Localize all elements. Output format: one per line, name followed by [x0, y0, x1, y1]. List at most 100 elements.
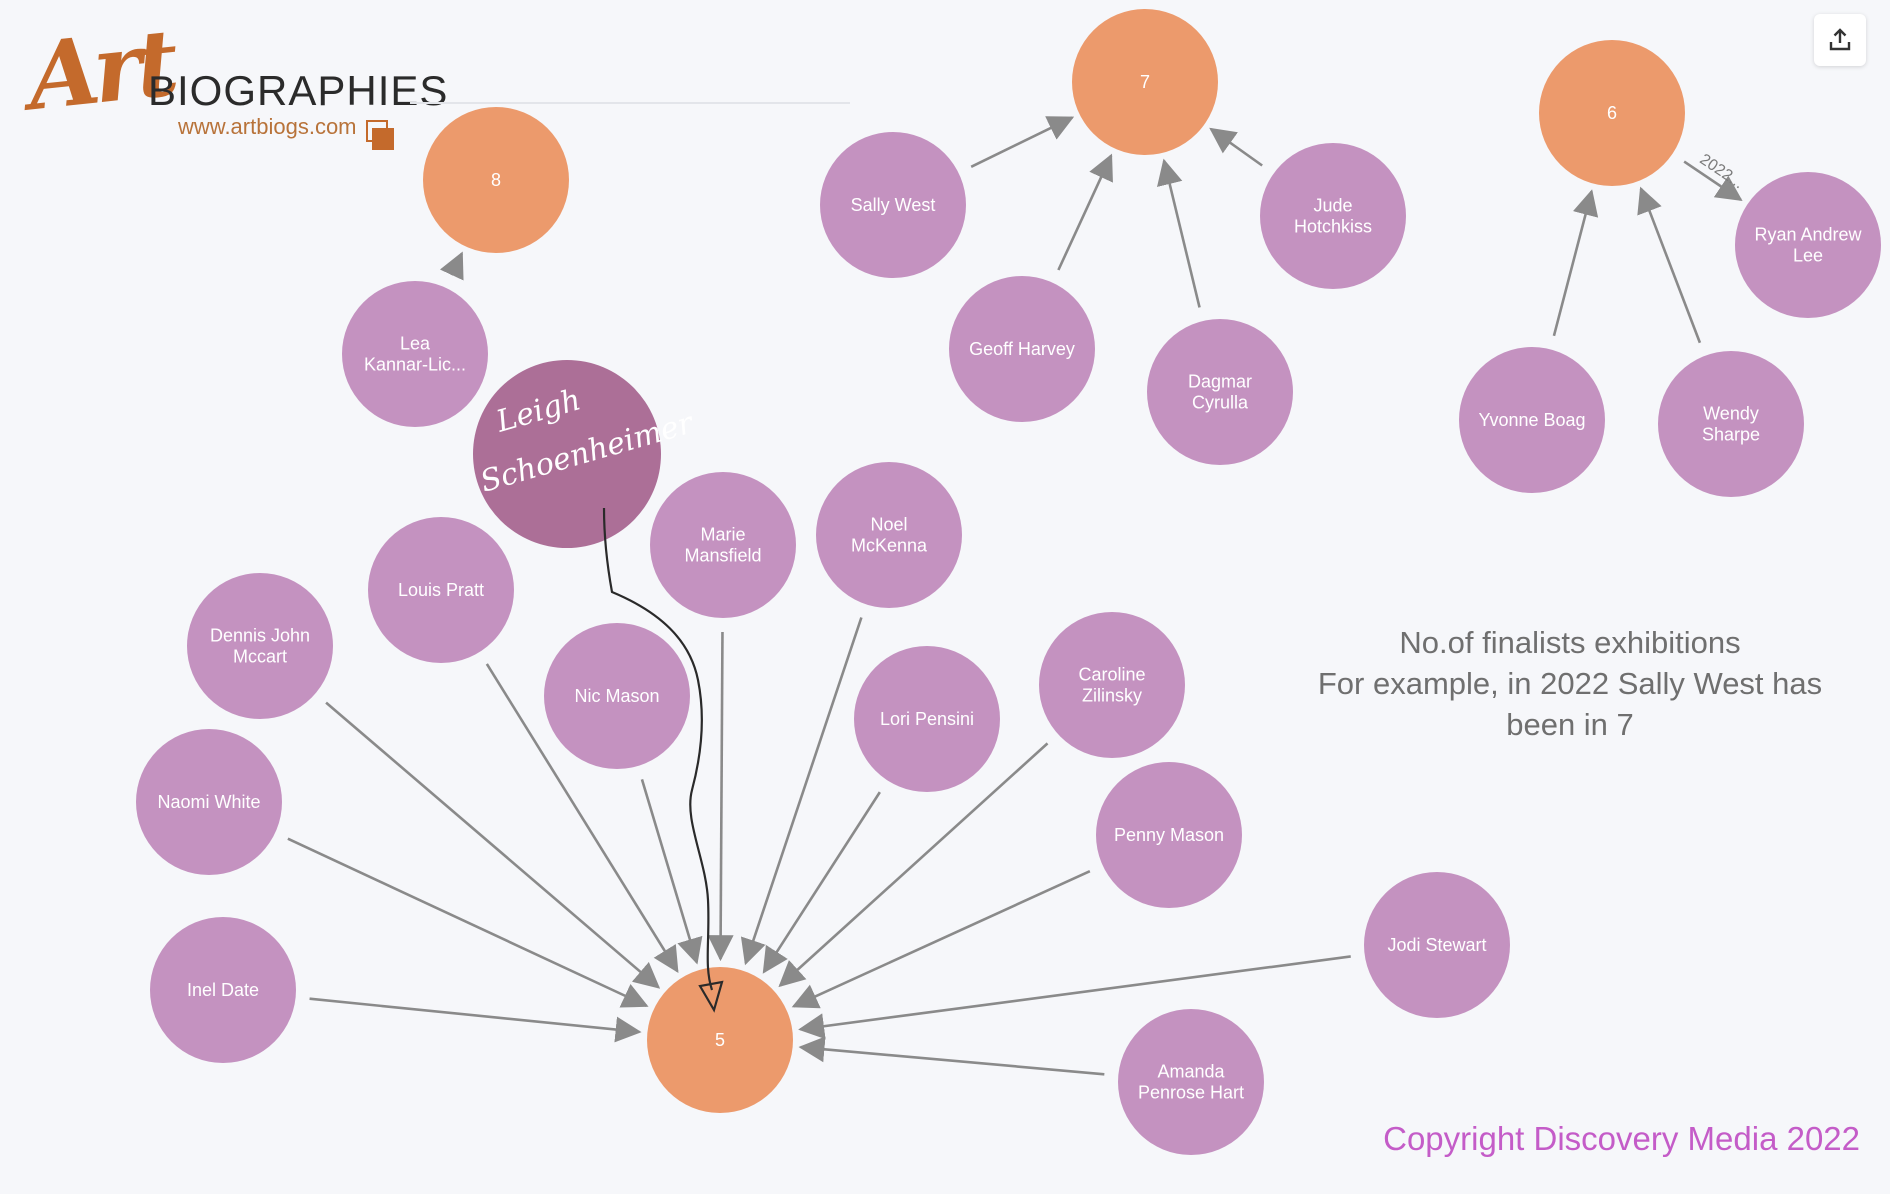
count-node-8-label: 8	[491, 170, 501, 190]
artist-node-penny-circle[interactable]	[1096, 762, 1242, 908]
artist-node-nic-circle[interactable]	[544, 623, 690, 769]
artist-node-sally-circle[interactable]	[820, 132, 966, 278]
artist-node-dennis-circle[interactable]	[187, 573, 333, 719]
artist-node-marie-label: Marie	[700, 525, 745, 545]
artist-node-sally-label: Sally West	[851, 195, 936, 215]
edge-louis-to-c5	[485, 663, 679, 973]
edge-lea-to-c8	[439, 251, 464, 281]
artist-node-louis-circle[interactable]	[368, 517, 514, 663]
artist-node-ryan-label: Ryan Andrew	[1754, 225, 1862, 245]
count-node-7[interactable]: 7	[1072, 9, 1218, 155]
count-node-5-circle[interactable]	[647, 967, 793, 1113]
artist-node-amanda-circle[interactable]	[1118, 1009, 1264, 1155]
handwritten-arrow-line	[602, 507, 714, 991]
artist-node-wendy-label: Sharpe	[1702, 425, 1760, 445]
artist-node-penny[interactable]: Penny Mason	[1096, 762, 1242, 908]
count-node-8-circle[interactable]	[423, 107, 569, 253]
artist-node-jude-label: Jude	[1313, 196, 1352, 216]
handwritten-annotation: Leigh Schoenheimer	[473, 360, 724, 1013]
artist-node-nic[interactable]: Nic Mason	[544, 623, 690, 769]
artist-node-yvonne[interactable]: Yvonne Boag	[1459, 347, 1605, 493]
logo-square-filled	[372, 128, 394, 150]
artist-node-geoff-circle[interactable]	[949, 276, 1095, 422]
artist-node-lori-label: Lori Pensini	[880, 709, 974, 729]
edge-nic-to-c5	[640, 778, 703, 965]
artist-node-jodi-circle[interactable]	[1364, 872, 1510, 1018]
edge-yvonne-to-c6	[1552, 189, 1599, 337]
artist-node-amanda-label: Amanda	[1157, 1062, 1225, 1082]
edge-marie-to-c5	[707, 631, 734, 962]
artist-node-dennis-label: Dennis John	[210, 626, 310, 646]
artist-node-sally[interactable]: Sally West	[820, 132, 966, 278]
artist-node-dagmar-circle[interactable]	[1147, 319, 1293, 465]
artist-node-wendy-circle[interactable]	[1658, 351, 1804, 497]
edge-dennis-to-c5	[325, 701, 661, 989]
edge-penny-to-c5	[791, 869, 1091, 1009]
share-upload-icon	[1829, 28, 1851, 51]
artist-node-jude-label: Hotchkiss	[1294, 217, 1372, 237]
edge-dagmar-to-c7	[1157, 158, 1201, 308]
artist-node-caroline-label: Caroline	[1078, 665, 1145, 685]
artist-node-lea-circle[interactable]	[342, 281, 488, 427]
artist-node-noel-label: McKenna	[851, 536, 928, 556]
edge-lori-to-c5	[762, 791, 881, 974]
edge-naomi-to-c5	[287, 837, 649, 1008]
artist-node-jude-circle[interactable]	[1260, 143, 1406, 289]
artist-node-ryan-label: Lee	[1793, 246, 1823, 266]
header-divider	[410, 102, 850, 104]
artist-node-lori-circle[interactable]	[854, 646, 1000, 792]
artist-node-inel[interactable]: Inel Date	[150, 917, 296, 1063]
edge-sally-to-c7	[970, 116, 1075, 169]
artist-node-naomi-circle[interactable]	[136, 729, 282, 875]
artist-node-jodi[interactable]: Jodi Stewart	[1364, 872, 1510, 1018]
count-node-8[interactable]: 8	[423, 107, 569, 253]
artist-node-lea[interactable]: LeaKannar-Lic...	[342, 281, 488, 427]
artist-node-lori[interactable]: Lori Pensini	[854, 646, 1000, 792]
note-line-3: been in 7	[1506, 707, 1634, 742]
artist-node-dagmar-label: Dagmar	[1188, 372, 1252, 392]
edge-caroline-to-c5	[778, 742, 1049, 988]
artist-node-marie-circle[interactable]	[650, 472, 796, 618]
artist-node-amanda-label: Penrose Hart	[1138, 1083, 1244, 1103]
artist-node-marie-label: Mansfield	[684, 546, 761, 566]
highlight-node[interactable]	[473, 360, 661, 548]
count-node-5[interactable]: 5	[647, 967, 793, 1113]
artbiographies-logo: Art BIOGRAPHIES www.artbiogs.com	[22, 9, 447, 168]
share-button[interactable]	[1814, 14, 1866, 66]
count-node-6-circle[interactable]	[1539, 40, 1685, 186]
artist-node-noel-circle[interactable]	[816, 462, 962, 608]
count-node-6[interactable]: 6	[1539, 40, 1685, 186]
handwritten-arrow-head	[698, 980, 724, 1013]
artist-node-nic-label: Nic Mason	[574, 686, 659, 706]
artist-node-penny-label: Penny Mason	[1114, 825, 1224, 845]
artist-node-caroline-label: Zilinsky	[1082, 686, 1142, 706]
artist-node-inel-label: Inel Date	[187, 980, 259, 1000]
edge-inel-to-c5	[309, 997, 642, 1043]
count-node-6-label: 6	[1607, 103, 1617, 123]
artist-node-geoff[interactable]: Geoff Harvey	[949, 276, 1095, 422]
count-node-7-circle[interactable]	[1072, 9, 1218, 155]
artist-node-yvonne-circle[interactable]	[1459, 347, 1605, 493]
artist-node-lea-label: Kannar-Lic...	[364, 355, 466, 375]
artist-node-inel-circle[interactable]	[150, 917, 296, 1063]
note-line-2: For example, in 2022 Sally West has	[1317, 666, 1823, 701]
edge-jude-to-c7	[1209, 127, 1263, 167]
artist-node-caroline-circle[interactable]	[1039, 612, 1185, 758]
edge-geoff-to-c7	[1057, 153, 1113, 271]
artist-node-naomi[interactable]: Naomi White	[136, 729, 282, 875]
artist-node-ryan-circle[interactable]	[1735, 172, 1881, 318]
artist-node-louis[interactable]: Louis Pratt	[368, 517, 514, 663]
artist-node-wendy-label: Wendy	[1703, 404, 1759, 424]
artist-node-yvonne-label: Yvonne Boag	[1478, 410, 1585, 430]
